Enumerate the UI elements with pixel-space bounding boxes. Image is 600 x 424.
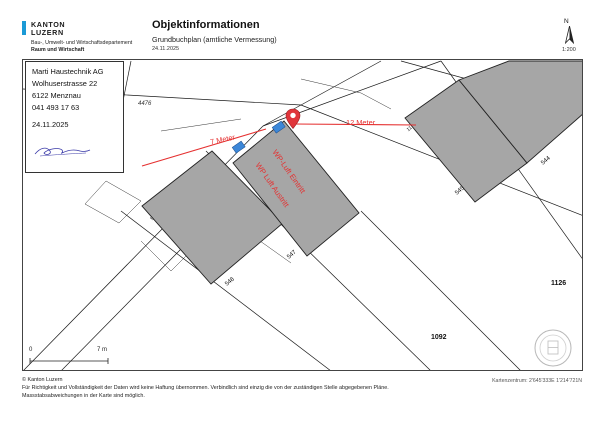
- footer-copyright: © Kanton Luzern: [22, 377, 63, 383]
- building-547: [232, 120, 360, 257]
- department-name: Bau-, Umwelt- und Wirtschaftsdepartement: [31, 40, 133, 46]
- company-street: Wolhuserstrasse 22: [32, 79, 98, 88]
- map-area[interactable]: 548 547 545 544 4476 1126 1092 5 11 7 Me…: [22, 59, 583, 371]
- canton-seal-icon: [534, 329, 572, 367]
- signature-image: [34, 147, 91, 157]
- page-subtitle: Grundbuchplan (amtliche Vermessung): [152, 35, 277, 44]
- company-city: 6122 Menznau: [32, 91, 81, 100]
- distance-line-7m: [141, 128, 267, 167]
- footer-deviation: Massstabsabweichungen in der Karte sind …: [22, 393, 145, 399]
- page-title: Objektinformationen: [152, 19, 260, 31]
- distance-label-12m: 12 Meter: [346, 118, 376, 127]
- north-arrow-icon: [565, 26, 574, 44]
- distance-line-12m: [293, 123, 417, 126]
- scalebar-start: 0: [29, 347, 33, 353]
- parcel-number-1126: 1126: [551, 280, 567, 287]
- scalebar-end: 7 m: [97, 347, 108, 353]
- department-sub: Raum und Wirtschaft: [31, 47, 85, 53]
- org-name-line-2: LUZERN: [31, 28, 64, 37]
- info-box: Marti Haustechnik AG Wolhuserstrasse 22 …: [25, 61, 124, 173]
- map-canvas: [23, 60, 582, 370]
- map-center-coordinates: Kartenzentrum: 2'645'333E 1'214'721N: [492, 378, 582, 384]
- map-scale: 1:200: [562, 47, 576, 53]
- header-date: 24.11.2025: [152, 46, 180, 52]
- company-name: Marti Haustechnik AG: [32, 67, 104, 76]
- marker-wp-inlet: [271, 120, 286, 134]
- scalebar: [29, 358, 109, 364]
- canton-logo-bar: [22, 21, 26, 35]
- info-date: 24.11.2025: [32, 120, 69, 129]
- org-name-line-1: KANTON: [31, 20, 66, 29]
- footer-disclaimer: Für Richtigkeit und Vollständigkeit der …: [22, 385, 389, 391]
- parcel-number-1092: 1092: [431, 334, 447, 341]
- north-label: N: [564, 18, 569, 25]
- company-phone: 041 493 17 63: [32, 103, 80, 112]
- marker-wp-outlet: [231, 140, 246, 154]
- building-544: [458, 60, 582, 164]
- parcel-number-4476: 4476: [138, 101, 152, 107]
- location-pin-icon[interactable]: [285, 108, 301, 130]
